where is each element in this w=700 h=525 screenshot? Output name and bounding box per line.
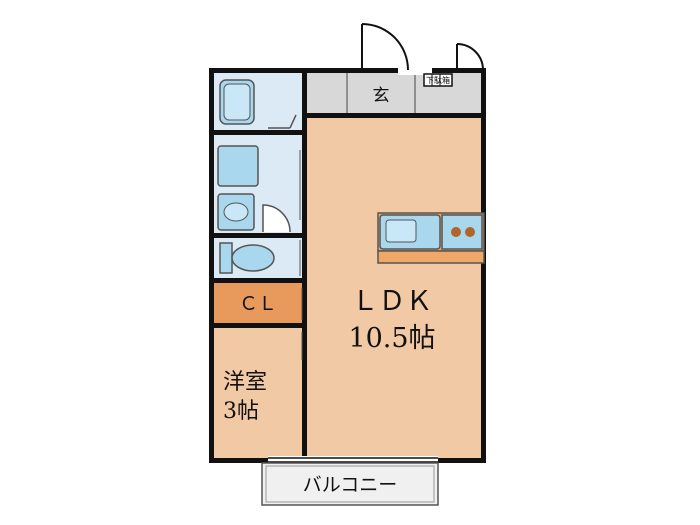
balcony-window	[268, 456, 438, 464]
ldk-size: 10.5帖	[348, 323, 435, 354]
washroom-door-swing	[262, 204, 291, 233]
burner-icon	[465, 227, 475, 237]
toilet-tank	[219, 242, 233, 274]
wash-basin-bowl	[223, 202, 249, 222]
washing-machine	[217, 145, 259, 187]
kitchen-base	[377, 250, 485, 264]
ldk-floor	[307, 118, 481, 458]
toilet-bowl	[231, 244, 275, 272]
bath-door-swing	[289, 114, 297, 129]
balcony-inner	[265, 465, 435, 503]
shoe-box-label: 下駄箱	[426, 75, 450, 85]
balcony-label: バルコニー	[303, 474, 398, 496]
stove	[441, 214, 483, 250]
closet-floor	[214, 283, 302, 323]
western-room-floor	[214, 328, 302, 458]
balcony	[261, 462, 439, 506]
entrance-door-gap	[398, 67, 432, 75]
shoe-box	[423, 73, 453, 87]
western-room-label: 洋室	[223, 370, 267, 395]
burner-icon	[451, 227, 461, 237]
bathtub-inner	[223, 83, 251, 121]
closet-label: ＣＬ	[239, 293, 277, 315]
entrance-label: 玄	[373, 86, 390, 106]
kitchen-sink-bowl	[385, 219, 417, 243]
entrance-door	[361, 23, 484, 71]
western-room-size: 3帖	[223, 399, 259, 424]
entrance-floor	[307, 73, 481, 113]
ldk-label: ＬＤＫ	[352, 286, 433, 317]
